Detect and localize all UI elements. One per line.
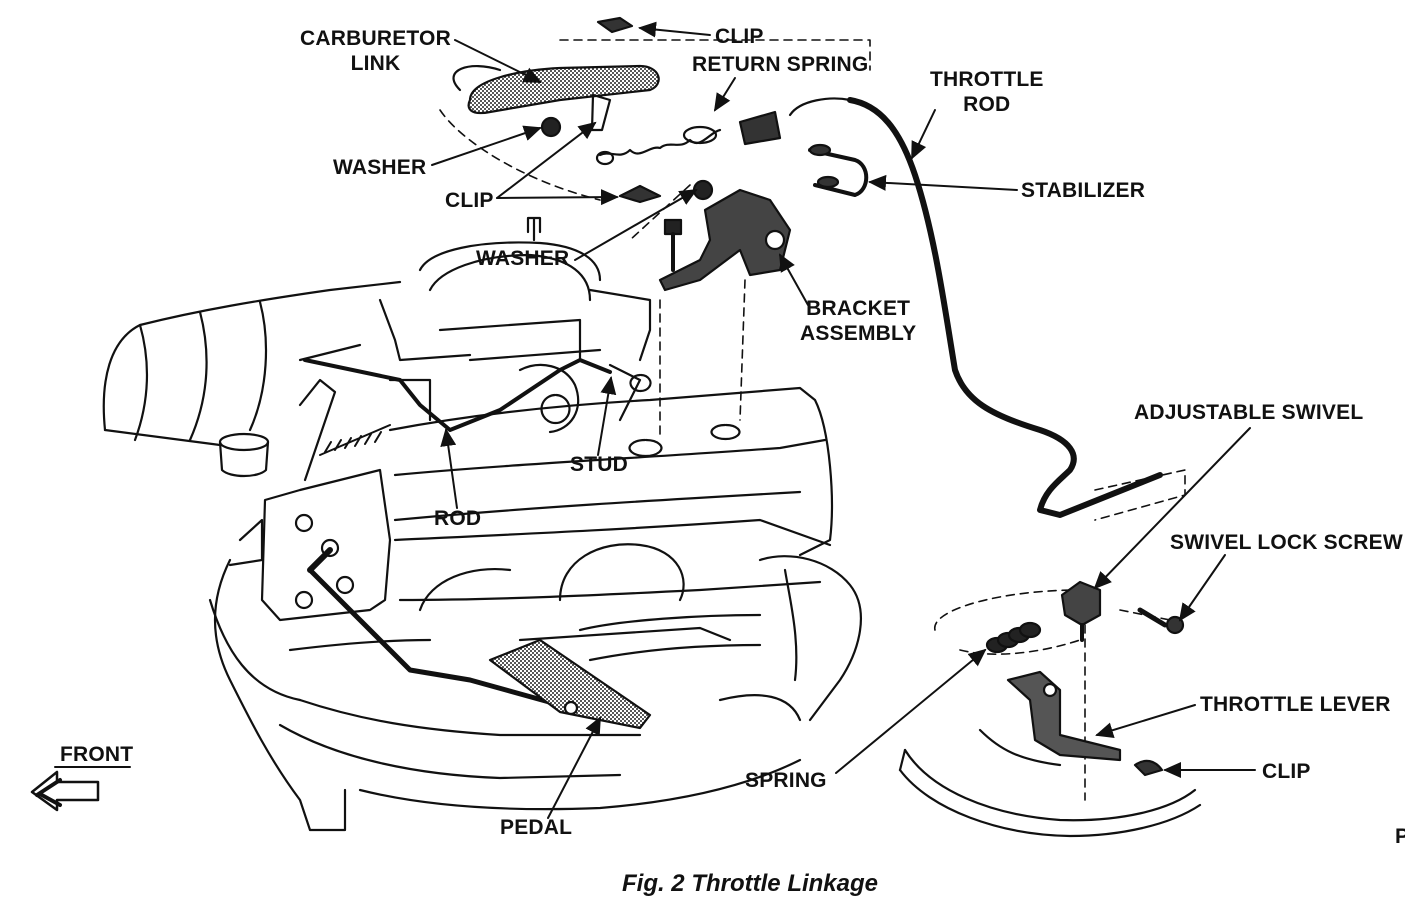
washer-upper (540, 116, 562, 138)
label-adjustable-swivel: ADJUSTABLE SWIVEL (1134, 401, 1364, 424)
stud-part (663, 218, 683, 272)
small-clip (526, 216, 542, 242)
swivel-lock-screw-part (1137, 607, 1185, 635)
label-bracket-assembly: BRACKET ASSEMBLY (800, 297, 917, 345)
label-swivel-lock-screw: SWIVEL LOCK SCREW (1170, 531, 1403, 554)
figure-caption: Fig. 2 Throttle Linkage (621, 870, 879, 897)
pedal-assembly (307, 547, 652, 730)
label-return-spring: RETURN SPRING (692, 53, 869, 76)
adjustable-swivel-part (1060, 580, 1102, 642)
label-front: FRONT (60, 743, 134, 766)
label-throttle-lever: THROTTLE LEVER (1200, 693, 1391, 716)
label-washer-upper: WASHER (333, 156, 427, 179)
carburetor-link (452, 64, 660, 132)
label-clip-bottom: CLIP (1262, 760, 1311, 783)
top-clip (596, 16, 634, 34)
throttle-rod (847, 97, 1163, 518)
pedal-bracket (228, 343, 392, 622)
label-rod: ROD (434, 507, 482, 530)
label-stud: STUD (570, 453, 628, 476)
accelerator-rod (303, 358, 612, 456)
leader-arrows (431, 21, 1256, 819)
label-clip-top: CLIP (715, 25, 764, 48)
bottom-clip (1133, 759, 1164, 777)
stabilizer-part (808, 143, 869, 197)
assembly-dashes (439, 39, 1186, 801)
label-spring: SPRING (745, 769, 827, 792)
label-clip-middle: CLIP (445, 189, 494, 212)
edge-mark: P (1395, 825, 1405, 848)
engine-outline (102, 241, 862, 832)
transmission-housing (898, 728, 1202, 838)
return-spring (595, 125, 722, 166)
throttle-lever-part (1006, 670, 1122, 762)
label-pedal: PEDAL (500, 816, 573, 839)
throttle-rod-end (738, 97, 852, 146)
label-throttle-rod: THROTTLE ROD (930, 68, 1044, 116)
front-arrow-icon (30, 766, 131, 812)
label-stabilizer: STABILIZER (1021, 179, 1146, 202)
oil-filler-cap (218, 432, 270, 478)
bracket-assembly (658, 188, 792, 292)
label-carburetor-link: CARBURETOR LINK (300, 27, 451, 75)
spring-part (985, 621, 1042, 654)
label-washer-lower: WASHER (476, 247, 570, 270)
middle-clip (618, 184, 662, 204)
